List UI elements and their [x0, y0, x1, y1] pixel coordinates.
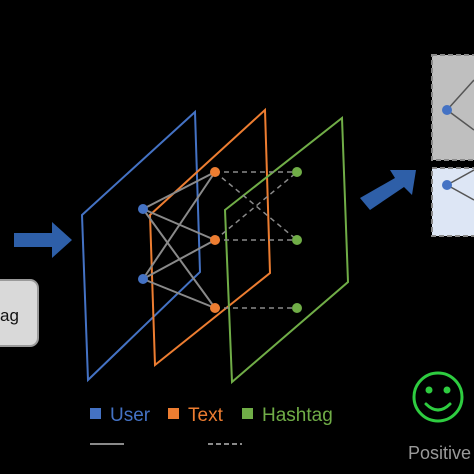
user-node — [442, 105, 452, 115]
right-arrow-icon — [14, 222, 72, 258]
legend-swatch-hashtag — [242, 408, 253, 419]
hashtag-node — [292, 303, 302, 313]
legend-label-hashtag: Hashtag — [262, 405, 333, 426]
legend-swatch-text — [168, 408, 179, 419]
user-layer-plane — [80, 109, 202, 383]
output-cards — [431, 54, 474, 237]
right-arrow-icon — [360, 170, 416, 210]
text-node — [210, 167, 220, 177]
cross-layer-edges — [214, 171, 298, 309]
user-node — [138, 274, 148, 284]
legend-label-text: Text — [188, 405, 224, 426]
user-node — [138, 204, 148, 214]
user-node — [442, 180, 452, 190]
legend-label-user: User — [110, 405, 151, 426]
smiley-face-icon — [412, 371, 464, 423]
intra-graph-edges — [142, 171, 216, 309]
text-node — [210, 303, 220, 313]
hashtag-node — [292, 167, 302, 177]
text-node — [210, 235, 220, 245]
legend-swatch-user — [90, 408, 101, 419]
output-label: Positive — [408, 443, 471, 463]
input-card: ag — [0, 279, 39, 347]
text-layer-plane — [148, 107, 272, 368]
hashtag-node — [292, 235, 302, 245]
hashtag-layer-plane — [223, 115, 350, 385]
input-card-label: ag — [0, 306, 19, 325]
legend: User Text Hashtag — [90, 405, 333, 426]
